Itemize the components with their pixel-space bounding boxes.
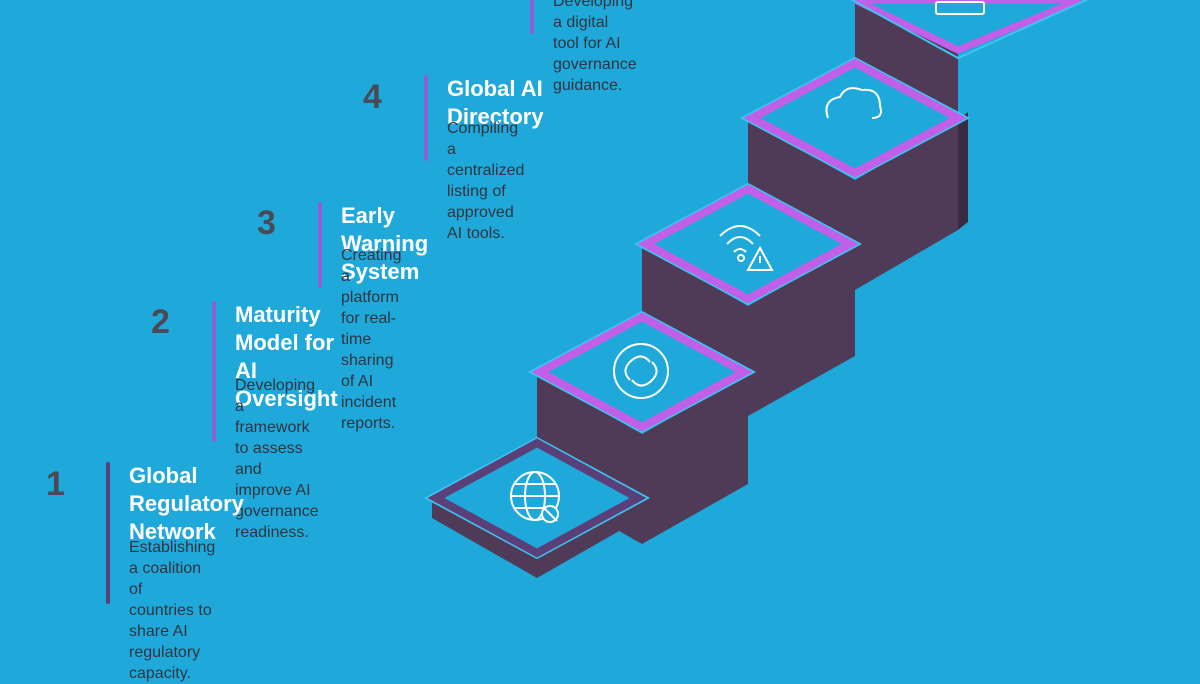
desc-line: Compiling a centralized listing of	[447, 118, 524, 202]
desc-line: readiness.	[235, 522, 319, 543]
step-2-bar	[212, 301, 216, 442]
desc-line: and improve AI governance	[235, 459, 319, 522]
desc-line: Creating a platform for real-time	[341, 245, 401, 350]
step-5-description: Developing a digital tool for AI governa…	[553, 0, 637, 96]
desc-line: governance guidance.	[553, 54, 637, 96]
desc-line: capacity.	[129, 663, 215, 684]
step-4-description: Compiling a centralized listing of appro…	[447, 118, 524, 244]
desc-line: Developing a digital tool for AI	[553, 0, 637, 54]
title-line: Global Regulatory	[129, 462, 244, 518]
step-1-bar	[106, 462, 110, 604]
step-2-number: 2	[151, 303, 170, 342]
desc-line: countries to share AI regulatory	[129, 600, 215, 663]
desc-line: Developing a framework to assess	[235, 375, 319, 459]
step-2-description: Developing a framework to assess and imp…	[235, 375, 319, 543]
step-3-bar	[318, 202, 322, 288]
step-3-number: 3	[257, 204, 276, 243]
step-1-description: Establishing a coalition of countries to…	[129, 537, 215, 684]
desc-line: sharing of AI incident reports.	[341, 350, 401, 434]
step-1-number: 1	[46, 465, 65, 504]
step-4-number: 4	[363, 78, 382, 117]
step-5-bar	[530, 0, 534, 34]
desc-line: approved AI tools.	[447, 202, 524, 244]
title-line: Maturity Model for AI	[235, 301, 338, 385]
step-1-title: Global Regulatory Network	[129, 462, 244, 546]
desc-line: Establishing a coalition of	[129, 537, 215, 600]
step-4-bar	[424, 75, 428, 161]
step-3-description: Creating a platform for real-time sharin…	[341, 245, 401, 434]
